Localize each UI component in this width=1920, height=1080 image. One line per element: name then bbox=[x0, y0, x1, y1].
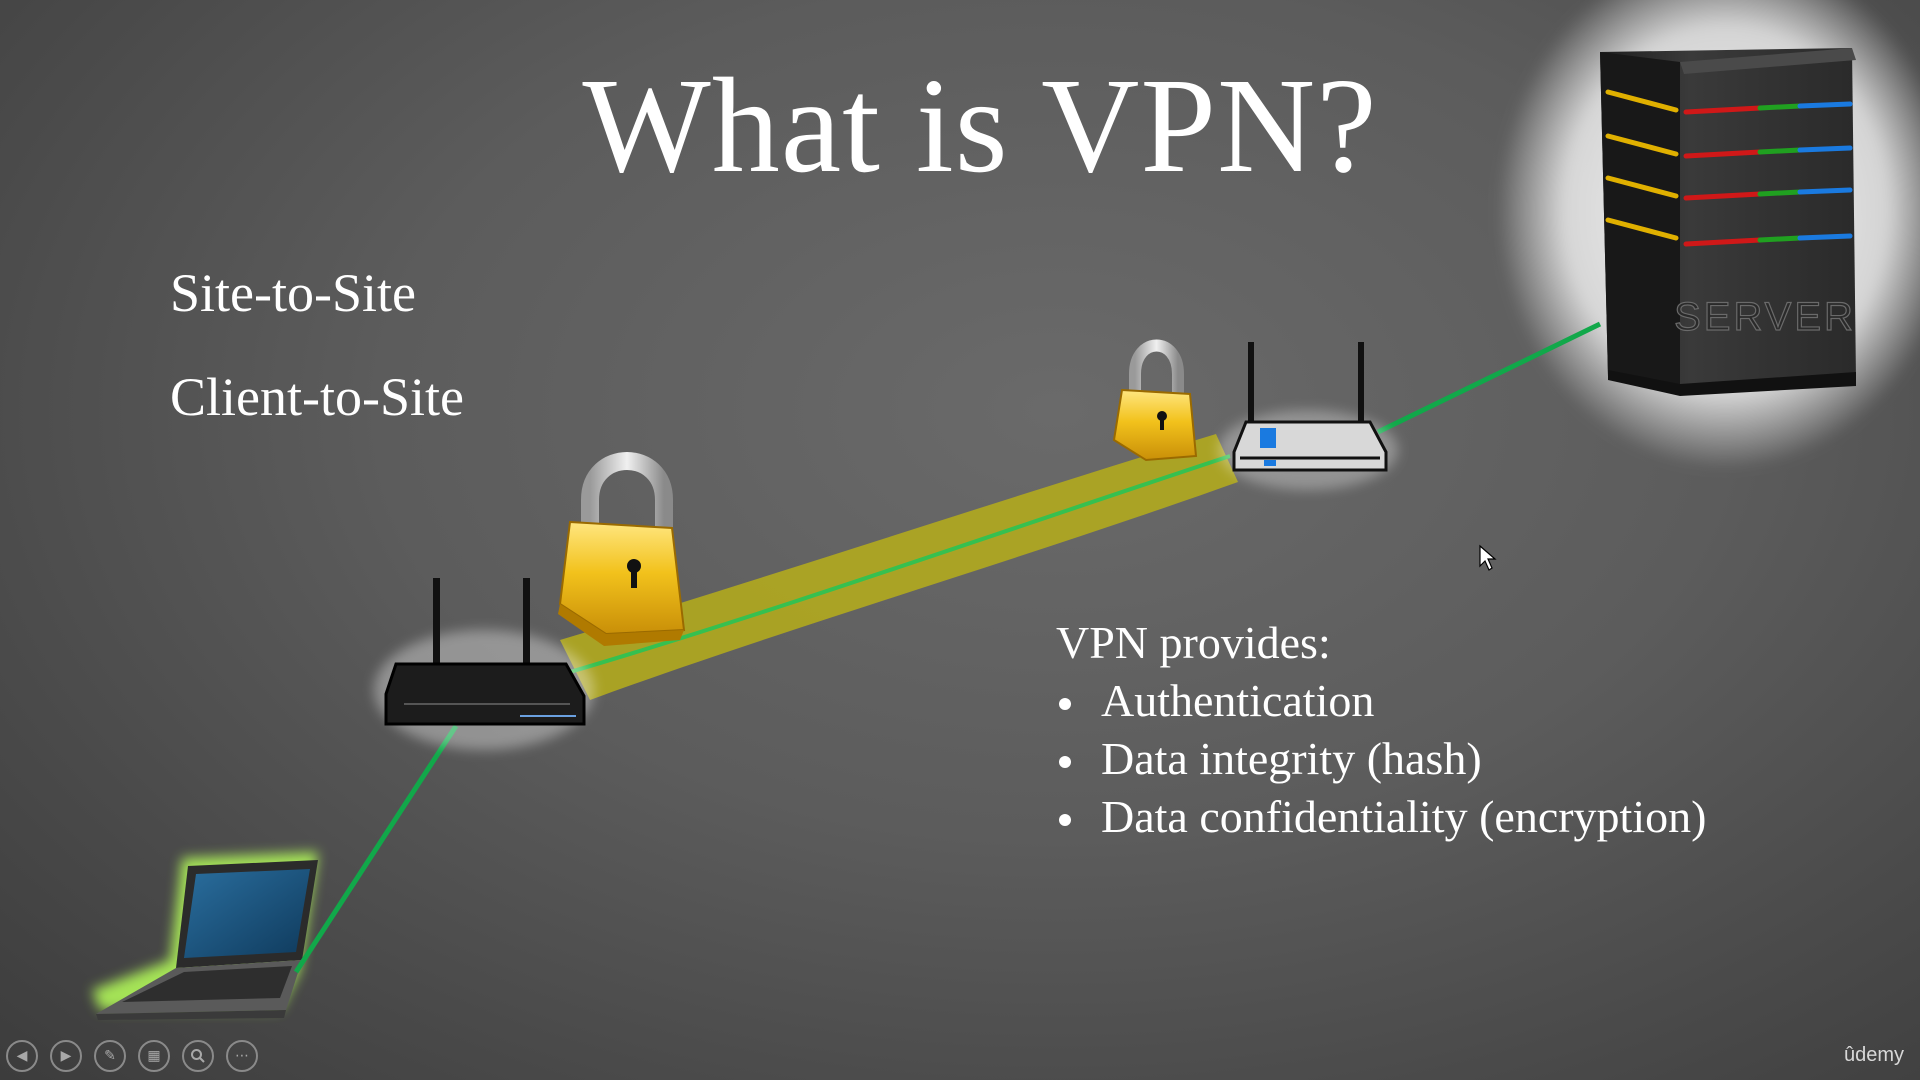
zoom-button[interactable] bbox=[182, 1040, 214, 1072]
router-server-link bbox=[1376, 321, 1602, 435]
lock-icon-small bbox=[1112, 339, 1198, 462]
server-label: SERVER bbox=[1674, 295, 1856, 339]
slides-grid-icon: ▦ bbox=[147, 1048, 161, 1064]
vpn-provides-list: Authentication Data integrity (hash) Dat… bbox=[1056, 672, 1706, 846]
vpn-provides-heading: VPN provides: bbox=[1056, 617, 1331, 668]
mouse-cursor-icon bbox=[1479, 544, 1497, 571]
router-left-icon bbox=[374, 578, 594, 750]
next-slide-button[interactable]: ▶ bbox=[50, 1040, 82, 1072]
pen-button[interactable]: ✎ bbox=[94, 1040, 126, 1072]
list-item-authentication: Authentication bbox=[1056, 672, 1706, 730]
laptop-icon bbox=[92, 852, 318, 1020]
slide-title: What is VPN? bbox=[582, 51, 1378, 201]
next-icon: ▶ bbox=[60, 1048, 72, 1064]
pen-icon: ✎ bbox=[104, 1048, 116, 1064]
list-item-data-confidentiality: Data confidentiality (encryption) bbox=[1056, 788, 1706, 846]
more-options-button[interactable]: ⋯ bbox=[226, 1040, 258, 1072]
vpn-type-site-to-site: Site-to-Site bbox=[170, 263, 416, 323]
vpn-type-client-to-site: Client-to-Site bbox=[170, 367, 464, 427]
zoom-icon bbox=[191, 1049, 205, 1063]
previous-icon: ◀ bbox=[16, 1048, 28, 1064]
udemy-logo: ûdemy bbox=[1843, 1044, 1904, 1066]
laptop-router-link bbox=[293, 724, 459, 974]
router-right-icon bbox=[1218, 342, 1398, 490]
see-all-slides-button[interactable]: ▦ bbox=[138, 1040, 170, 1072]
lock-icon-large bbox=[558, 452, 686, 646]
tunnel-link bbox=[569, 454, 1231, 674]
more-icon: ⋯ bbox=[235, 1048, 249, 1064]
presentation-controls: ◀ ▶ ✎ ▦ ⋯ bbox=[6, 1040, 258, 1072]
server-icon bbox=[1496, 0, 1920, 470]
list-item-data-integrity: Data integrity (hash) bbox=[1056, 730, 1706, 788]
previous-slide-button[interactable]: ◀ bbox=[6, 1040, 38, 1072]
vpn-provides-block: VPN provides: Authentication Data integr… bbox=[1056, 614, 1706, 846]
